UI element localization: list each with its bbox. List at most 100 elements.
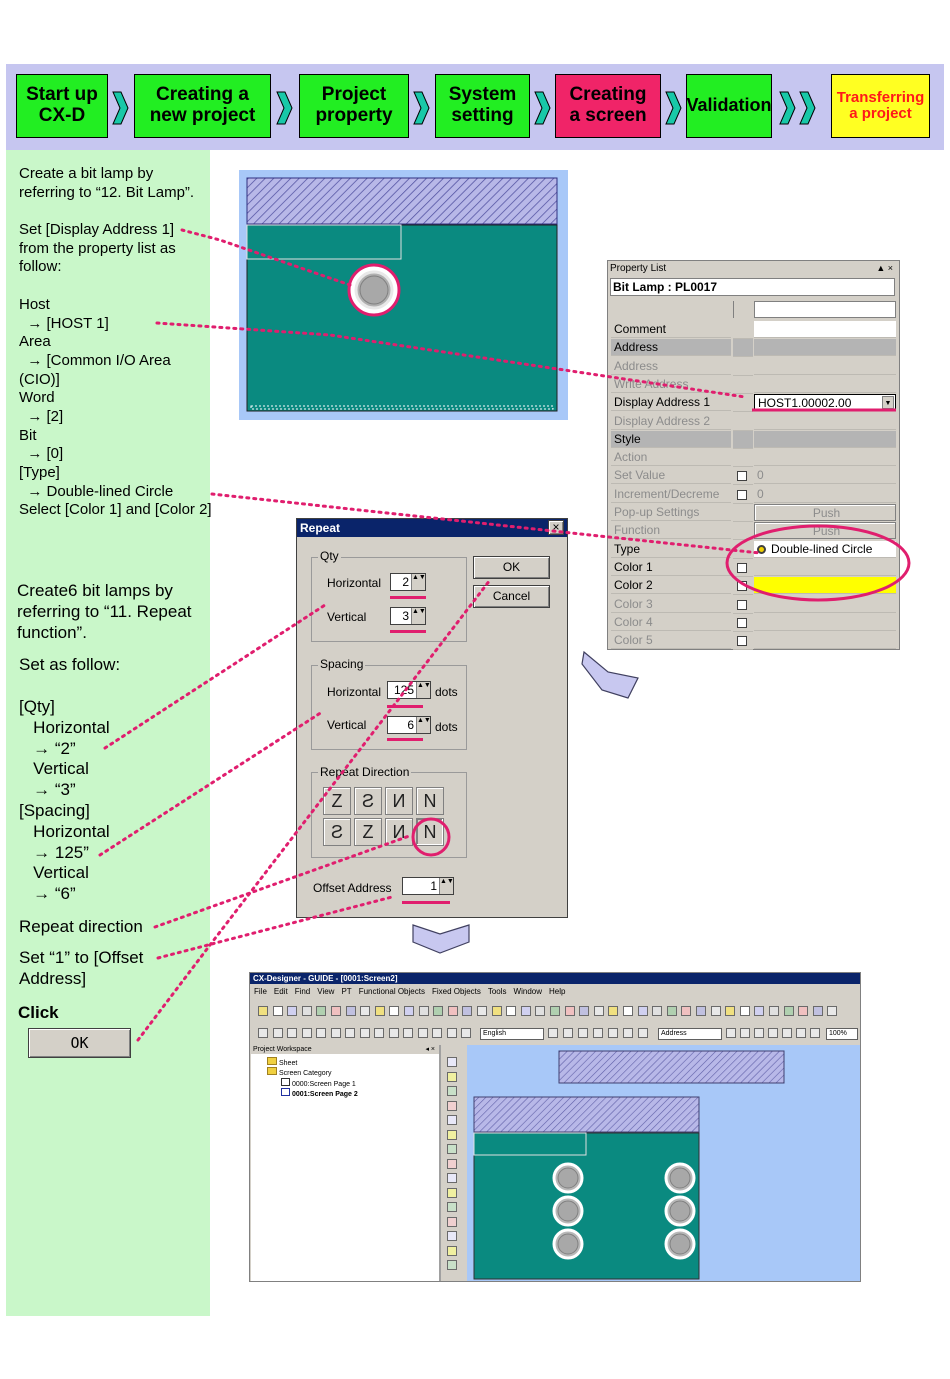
toolbar-icon[interactable] <box>330 1028 341 1038</box>
toolbar-icon[interactable] <box>768 1028 778 1038</box>
tree-item-screen-category[interactable]: Screen Category <box>267 1067 332 1077</box>
menu-item[interactable]: Tools <box>487 987 507 996</box>
object-tool-icon[interactable] <box>447 1158 457 1169</box>
toolbar-icon[interactable] <box>550 1006 560 1016</box>
property-value[interactable] <box>754 357 896 375</box>
toolbar-icon[interactable] <box>272 1028 283 1038</box>
repeat-direction-icon[interactable]: Ƨ <box>354 787 382 815</box>
property-row[interactable]: Color 2 <box>611 577 896 596</box>
spin-arrows-icon[interactable]: ▲▼ <box>411 574 426 590</box>
toolbar-icon[interactable] <box>432 1028 442 1038</box>
property-value[interactable] <box>754 613 896 631</box>
checkbox[interactable] <box>737 471 747 482</box>
toolbar-icon[interactable] <box>564 1006 575 1016</box>
property-value[interactable] <box>754 375 896 393</box>
repeat-ok-button[interactable]: OK <box>473 556 550 579</box>
toolbar-icon[interactable] <box>548 1028 558 1038</box>
menu-item[interactable]: Functional Objects <box>358 987 425 996</box>
toolbar-icon[interactable] <box>446 1028 457 1038</box>
toolbar-icon[interactable] <box>374 1028 384 1038</box>
object-tool-icon[interactable] <box>447 1129 457 1140</box>
toolbar-icon[interactable] <box>739 1006 750 1016</box>
object-tool-icon[interactable] <box>447 1115 457 1125</box>
toolbar-icon[interactable] <box>608 1028 618 1038</box>
checkbox[interactable] <box>737 617 747 628</box>
toolbar-icon[interactable] <box>374 1006 385 1016</box>
toolbar-icon[interactable] <box>593 1006 604 1016</box>
toolbar-icon[interactable] <box>389 1006 400 1016</box>
property-value[interactable]: HOST1.00002.00▼ <box>754 394 896 412</box>
property-value[interactable] <box>754 430 896 448</box>
toolbar-icon[interactable] <box>740 1028 750 1038</box>
checkbox[interactable] <box>737 489 747 500</box>
toolbar-icon[interactable] <box>637 1006 648 1016</box>
object-tool-icon[interactable] <box>447 1245 457 1256</box>
zoom-select[interactable]: 100% <box>826 1028 858 1040</box>
toolbar-icon[interactable] <box>579 1006 590 1016</box>
toolbar-icon[interactable] <box>345 1006 356 1016</box>
toolbar-icon[interactable] <box>477 1006 487 1016</box>
spin-arrows-icon[interactable]: ▲▼ <box>439 878 454 894</box>
ok-button[interactable]: OK <box>28 1028 131 1058</box>
toolbar-icon[interactable] <box>388 1028 399 1038</box>
toolbar-icon[interactable] <box>812 1006 823 1016</box>
toolbar-icon[interactable] <box>796 1028 806 1038</box>
property-value[interactable]: Push <box>754 522 896 540</box>
repeat-direction-icon[interactable]: N <box>416 787 444 815</box>
address-select[interactable]: Address <box>658 1028 722 1040</box>
toolbar-icon[interactable] <box>827 1006 838 1016</box>
property-value[interactable] <box>754 321 896 338</box>
property-value[interactable]: 0 <box>754 467 896 485</box>
property-row[interactable]: Style <box>611 430 896 449</box>
menu-item[interactable]: Window <box>513 987 542 996</box>
toolbar-icon[interactable] <box>726 1028 736 1038</box>
tree-item-sheet[interactable]: Sheet <box>267 1057 297 1067</box>
menu-item[interactable]: Help <box>549 987 566 996</box>
toolbar-icon[interactable] <box>666 1006 677 1016</box>
qty-horizontal-input[interactable]: 2▲▼ <box>390 573 426 591</box>
repeat-direction-icon[interactable]: И <box>385 787 413 815</box>
object-tool-icon[interactable] <box>447 1231 457 1241</box>
object-tool-icon[interactable] <box>447 1187 457 1198</box>
property-value[interactable]: Push <box>754 504 896 521</box>
menu-item[interactable]: Find <box>294 987 311 996</box>
toolbar-icon[interactable] <box>316 1028 326 1038</box>
toolbar-icon[interactable] <box>563 1028 573 1038</box>
menu-item[interactable]: Edit <box>273 987 288 996</box>
toolbar-icon[interactable] <box>331 1006 341 1016</box>
toolbar-icon[interactable] <box>725 1006 736 1016</box>
toolbar-icon[interactable] <box>696 1006 706 1016</box>
checkbox[interactable] <box>737 581 747 592</box>
checkbox[interactable] <box>737 599 747 610</box>
dropdown-icon[interactable]: ▼ <box>882 396 894 410</box>
menu-item[interactable]: View <box>317 987 335 996</box>
property-list-controls[interactable]: ▲ × <box>876 263 893 273</box>
language-select[interactable]: English <box>480 1028 544 1040</box>
toolbar-icon[interactable] <box>710 1006 721 1016</box>
toolbar-icon[interactable] <box>578 1028 588 1038</box>
toolbar-icon[interactable] <box>638 1028 648 1038</box>
toolbar-icon[interactable] <box>404 1006 414 1016</box>
toolbar-icon[interactable] <box>652 1006 663 1016</box>
object-tool-icon[interactable] <box>447 1071 457 1082</box>
toolbar-icon[interactable] <box>593 1028 603 1038</box>
property-row[interactable]: Address <box>611 339 896 358</box>
spin-arrows-icon[interactable]: ▲▼ <box>416 682 431 698</box>
property-row[interactable]: Color 5 <box>611 632 896 651</box>
toolbar-icon[interactable] <box>301 1028 312 1038</box>
toolbar-icon[interactable] <box>447 1006 458 1016</box>
toolbar-icon[interactable] <box>506 1006 517 1016</box>
toolbar-icon[interactable] <box>535 1006 546 1016</box>
repeat-direction-icon[interactable]: Ƨ <box>323 818 351 846</box>
property-value[interactable] <box>754 558 896 576</box>
toolbar-icon[interactable] <box>417 1028 428 1038</box>
toolbar-icon[interactable] <box>462 1006 473 1016</box>
toolbar-icon[interactable] <box>623 1006 633 1016</box>
spacing-vertical-input[interactable]: 6▲▼ <box>387 716 431 734</box>
toolbar-icon[interactable] <box>623 1028 633 1038</box>
property-value[interactable]: Double-lined Circle <box>754 540 896 558</box>
